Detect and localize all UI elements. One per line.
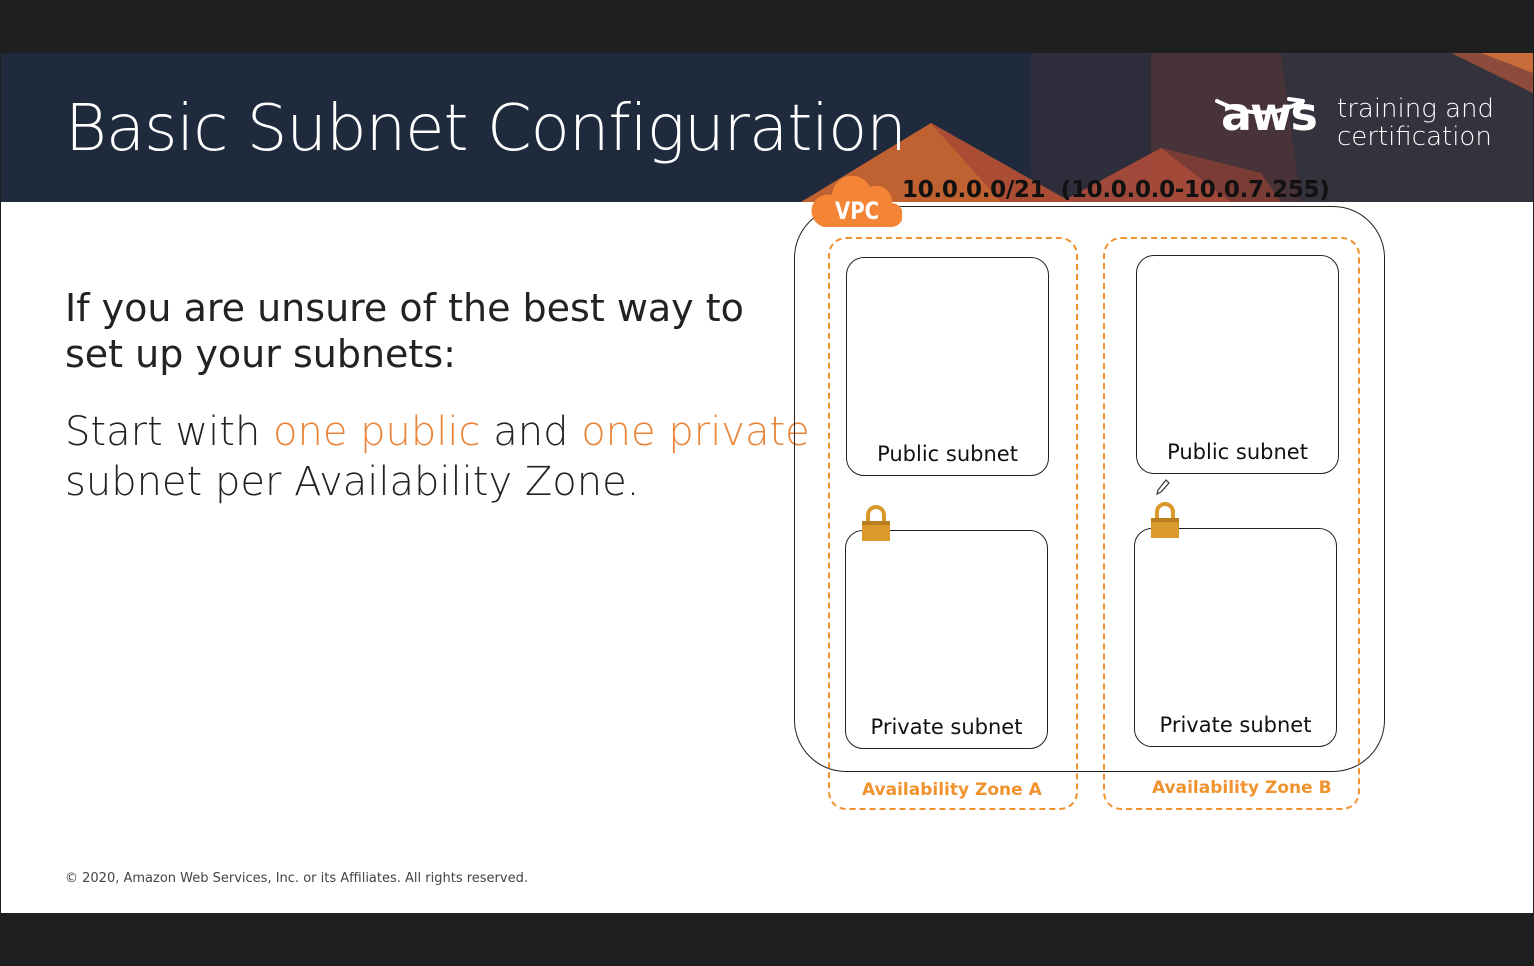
highlight-one-public: one public bbox=[273, 409, 481, 455]
lock-icon bbox=[1151, 502, 1179, 538]
zone-b-public-subnet-label: Public subnet bbox=[1167, 440, 1308, 464]
body-text: Start with one public and one private su… bbox=[65, 407, 810, 507]
body-text-and: and bbox=[480, 409, 582, 455]
availability-zone-a bbox=[828, 237, 1078, 810]
bottom-letterbox-bar bbox=[0, 913, 1534, 966]
aws-tagline-line2: certification bbox=[1337, 122, 1492, 152]
aws-tagline: training and certification bbox=[1337, 95, 1494, 151]
title-banner: Basic Subnet Configuration aws training … bbox=[1, 53, 1533, 202]
aws-logo: aws bbox=[1213, 87, 1325, 165]
availability-zone-b-label: Availability Zone B bbox=[1152, 778, 1332, 798]
copyright-notice: © 2020, Amazon Web Services, Inc. or its… bbox=[65, 871, 528, 886]
lock-icon bbox=[862, 505, 890, 541]
slide: Basic Subnet Configuration aws training … bbox=[1, 53, 1533, 913]
availability-zone-a-label: Availability Zone A bbox=[862, 780, 1042, 800]
aws-smile-icon bbox=[1215, 97, 1305, 115]
zone-b-private-subnet: Private subnet bbox=[1134, 528, 1337, 747]
availability-zone-b bbox=[1103, 237, 1360, 810]
banner-background-graphic bbox=[801, 53, 1533, 202]
cloud-icon: VPC bbox=[811, 175, 904, 228]
zone-b-public-subnet: Public subnet bbox=[1136, 255, 1339, 474]
vpc-badge-text: VPC bbox=[835, 197, 879, 225]
top-letterbox-bar bbox=[0, 0, 1534, 53]
zone-b-private-subnet-label: Private subnet bbox=[1159, 713, 1312, 737]
body-text-line1: Start with one public and one private bbox=[65, 407, 810, 457]
vpc-cidr-label: 10.0.0.0/21 (10.0.0.0-10.0.7.255) bbox=[902, 177, 1330, 203]
lead-text: If you are unsure of the best way to set… bbox=[65, 285, 765, 377]
highlight-one-private: one private bbox=[581, 409, 810, 455]
zone-a-private-subnet-label: Private subnet bbox=[870, 715, 1023, 739]
body-text-start: Start with bbox=[65, 409, 274, 455]
vpc-cloud-badge: VPC bbox=[810, 165, 904, 231]
zone-a-public-subnet-label: Public subnet bbox=[877, 442, 1018, 466]
zone-a-private-subnet: Private subnet bbox=[845, 530, 1048, 749]
lead-text-line1: If you are unsure of the best way to bbox=[65, 286, 744, 330]
slide-title: Basic Subnet Configuration bbox=[65, 92, 907, 166]
vpc-boundary bbox=[794, 206, 1385, 772]
pencil-icon bbox=[1156, 479, 1170, 495]
lead-text-line2: set up your subnets: bbox=[65, 332, 456, 376]
aws-tagline-line1: training and bbox=[1337, 94, 1495, 124]
zone-a-public-subnet: Public subnet bbox=[846, 257, 1049, 476]
body-text-line2: subnet per Availability Zone. bbox=[65, 459, 640, 505]
